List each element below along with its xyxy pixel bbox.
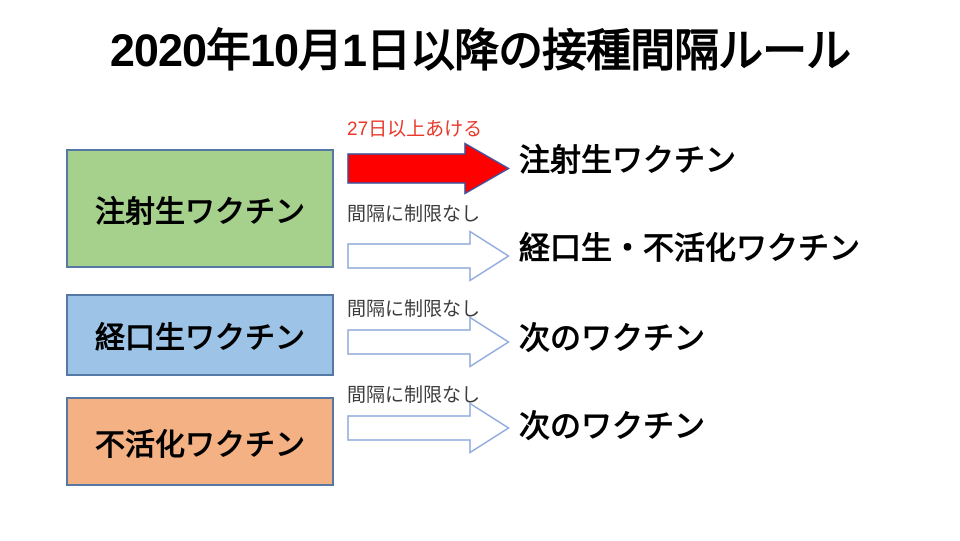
outline-arrow — [347, 316, 510, 368]
interval-condition-label: 間隔に制限なし — [347, 299, 481, 320]
outline-arrow — [347, 230, 510, 282]
source-box-label: 不活化ワクチン — [95, 428, 305, 462]
interval-condition-label: 間隔に制限なし — [347, 204, 481, 225]
source-box-label: 注射生ワクチン — [95, 195, 305, 229]
target-label: 次のワクチン — [519, 409, 705, 444]
red-arrow-shape — [347, 142, 510, 195]
target-label: 次のワクチン — [519, 321, 705, 356]
source-box-label: 経口生ワクチン — [95, 322, 305, 355]
slide-title: 2020年10月1日以降の接種間隔ルール — [109, 25, 851, 76]
interval-condition-label: 27日以上あける — [347, 119, 483, 140]
outline-arrow-shape — [347, 230, 510, 282]
target-label: 注射生ワクチン — [519, 143, 736, 178]
red-arrow — [347, 142, 510, 195]
interval-condition-label: 間隔に制限なし — [347, 385, 481, 406]
source-box-injectable-live-vaccine: 注射生ワクチン — [66, 149, 334, 268]
outline-arrow-shape — [347, 316, 510, 368]
outline-arrow-shape — [347, 402, 510, 454]
target-label: 経口生・不活化ワクチン — [519, 231, 860, 266]
outline-arrow — [347, 402, 510, 454]
source-box-oral-live-vaccine: 経口生ワクチン — [66, 294, 334, 376]
source-box-inactivated-vaccine: 不活化ワクチン — [66, 397, 334, 486]
